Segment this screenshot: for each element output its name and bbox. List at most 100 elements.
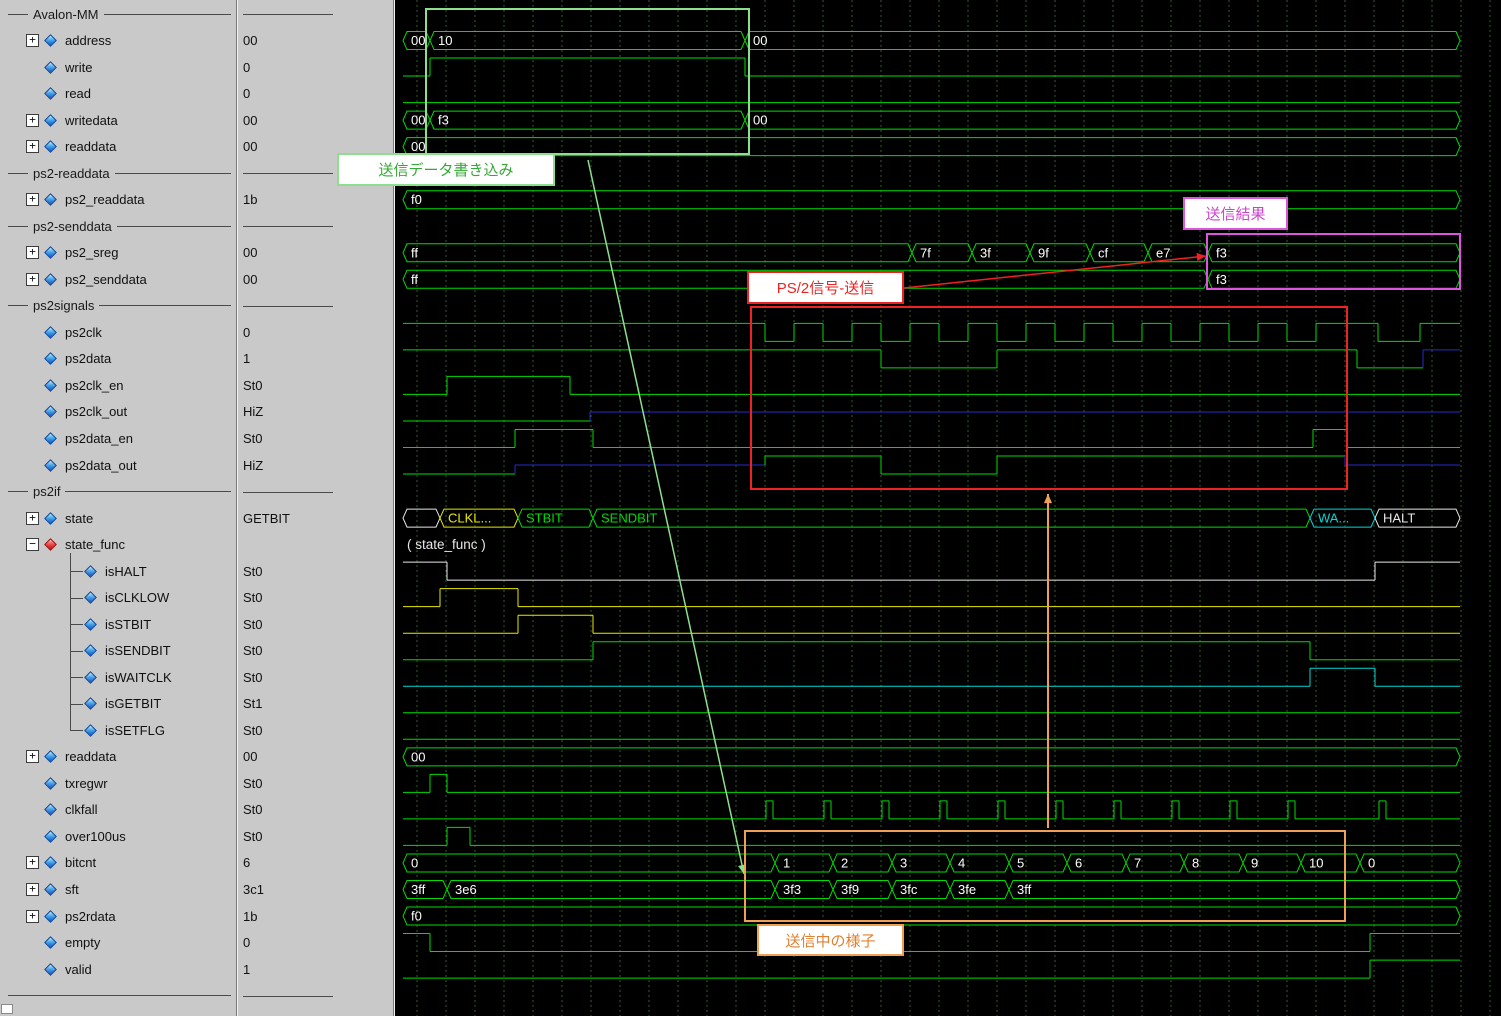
signal-value: St0 — [243, 590, 263, 606]
wave-value-label: STBIT — [526, 511, 563, 526]
expand-button[interactable]: + — [26, 140, 39, 154]
signal-label: writedata — [65, 112, 118, 128]
signal-diamond-icon — [44, 325, 57, 339]
signal-value: St0 — [243, 430, 263, 446]
wave-value-label: 0 — [411, 855, 418, 870]
wave-value-label: 3fe — [958, 882, 976, 897]
signal-row-writedata[interactable]: + writedata 00 — [0, 107, 395, 133]
group-line — [116, 225, 231, 227]
wave-value-label: 1 — [783, 855, 790, 870]
expand-button[interactable]: + — [26, 193, 39, 207]
signal-value: 00 — [243, 112, 258, 128]
signal-label: isSTBIT — [105, 616, 152, 632]
wave-value-label: 8 — [1192, 855, 1199, 870]
signal-label: state — [65, 510, 94, 526]
signal-label: address — [65, 33, 112, 49]
expand-button[interactable]: + — [26, 272, 39, 286]
collapse-button[interactable]: − — [26, 538, 39, 552]
signal-row-state_func[interactable]: −state_func — [0, 532, 395, 558]
wave-state — [1374, 508, 1461, 528]
signal-diamond-icon — [84, 591, 97, 605]
wave-ps2_readdata — [402, 190, 1461, 210]
expand-button[interactable]: + — [26, 882, 39, 896]
signal-value: St0 — [243, 722, 263, 738]
signal-label: ps2_senddata — [65, 271, 147, 287]
wave-value-label: CLKL... — [448, 511, 491, 526]
signal-label: valid — [65, 961, 92, 977]
tree-vertical-line — [70, 552, 71, 731]
group-line — [8, 305, 28, 307]
values-waves-separator[interactable] — [393, 0, 394, 1016]
expand-button[interactable]: + — [26, 511, 39, 525]
wave-value-label: 9 — [1251, 855, 1258, 870]
wave-state — [592, 508, 1311, 528]
tree-branch-line — [70, 571, 83, 573]
signal-value: St0 — [243, 563, 263, 579]
wave-writedata — [429, 110, 746, 130]
wave-value-label: 5 — [1017, 855, 1024, 870]
signal-label: empty — [65, 935, 101, 951]
signal-diamond-icon — [44, 511, 57, 525]
expand-button[interactable]: + — [26, 246, 39, 260]
expand-button[interactable]: + — [26, 909, 39, 923]
signal-diamond-icon — [84, 617, 97, 631]
wave-value-label: 3ff — [411, 882, 426, 897]
signal-diamond-icon — [84, 564, 97, 578]
group-line — [8, 13, 28, 15]
wave-value-label: 10 — [1309, 855, 1323, 870]
group-row-ps2signals: ps2signals — [0, 293, 395, 319]
signal-diamond-icon — [44, 830, 57, 843]
signal-label: read — [65, 86, 92, 102]
expand-button[interactable]: + — [26, 750, 39, 764]
wave-value-label: f3 — [1216, 245, 1227, 260]
signal-value: St0 — [243, 828, 263, 844]
signal-label: isSENDBIT — [105, 643, 171, 659]
group-row-ps2-readdata: ps2-readdata — [0, 160, 395, 186]
wave-ps2rdata — [402, 906, 1461, 926]
signal-row-isHALT[interactable]: isHALT St0 — [0, 558, 395, 584]
names-values-separator[interactable] — [236, 0, 237, 1016]
tree-end-line — [0, 983, 395, 1009]
signal-label: isHALT — [105, 563, 147, 579]
group-row-Avalon-MM: Avalon-MM — [0, 1, 395, 27]
wave-value-label: 3f9 — [841, 882, 859, 897]
wave-value-label: 3 — [900, 855, 907, 870]
wave-value-label: 00 — [753, 33, 767, 48]
expand-button[interactable]: + — [26, 856, 39, 870]
expand-button[interactable]: + — [26, 34, 39, 48]
group-row-ps2-senddata: ps2-senddata — [0, 213, 395, 239]
expand-button[interactable]: + — [26, 113, 39, 127]
wave-value-label: SENDBIT — [601, 511, 657, 526]
